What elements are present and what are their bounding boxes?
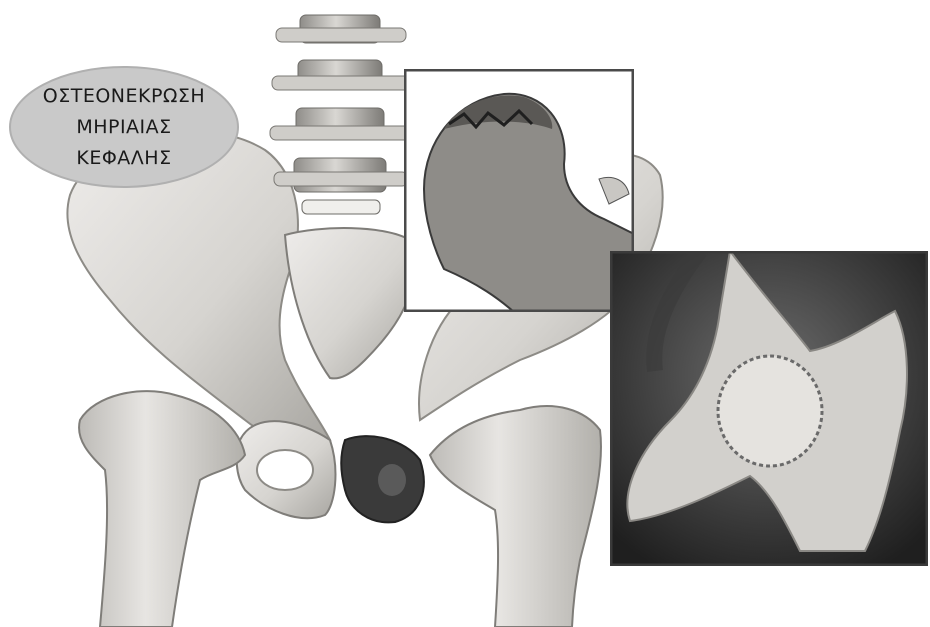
label-line-2: ΜΗΡΙΑΙΑΣ — [8, 112, 240, 143]
right-femur — [430, 406, 601, 627]
hip-xray-inset — [610, 251, 928, 566]
diagnosis-label-bubble: ΟΣΤΕΟΝΕΚΡΩΣΗ ΜΗΡΙΑΙΑΣ ΚΕΦΑΛΗΣ — [8, 65, 240, 190]
left-femur — [79, 391, 245, 627]
diagnosis-label: ΟΣΤΕΟΝΕΚΡΩΣΗ ΜΗΡΙΑΙΑΣ ΚΕΦΑΛΗΣ — [8, 81, 240, 174]
lumbar-spine — [270, 15, 412, 214]
label-line-3: ΚΕΦΑΛΗΣ — [8, 143, 240, 174]
sacrum — [285, 228, 414, 378]
label-line-1: ΟΣΤΕΟΝΕΚΡΩΣΗ — [8, 81, 240, 112]
femoral-head-inset — [404, 69, 634, 312]
